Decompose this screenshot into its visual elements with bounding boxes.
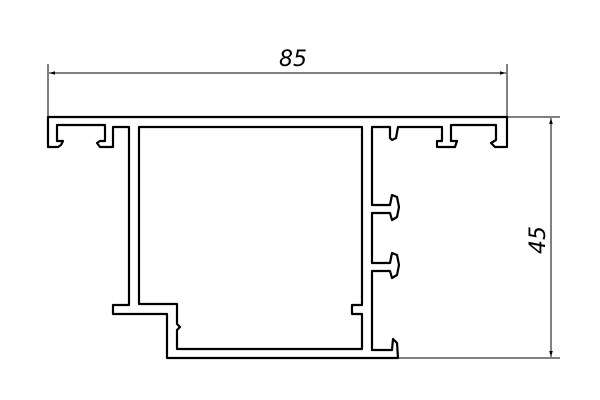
profile-outer-contour (46, 115, 509, 360)
width-dimension-label: 85 (279, 47, 307, 72)
width-dimension (47, 64, 508, 117)
profile-inner-chamber (137, 125, 364, 351)
height-dimension (398, 116, 560, 359)
height-dimension-label: 45 (526, 226, 551, 254)
